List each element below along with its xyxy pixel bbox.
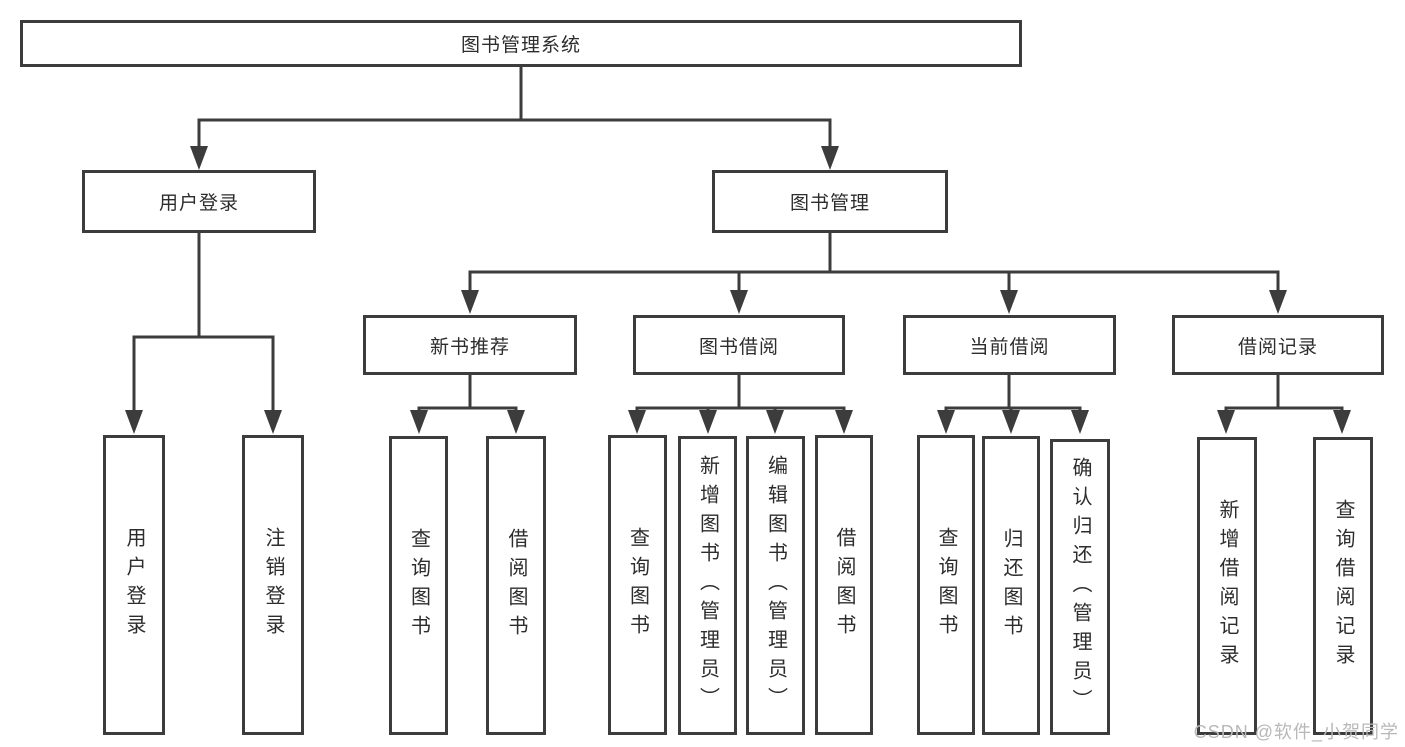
leaf-user-login-label: 用户登录: [123, 527, 145, 643]
leaf-add-books-admin-label: 新增图书（管理员）: [696, 455, 719, 716]
node-new-book-recommend: 新书推荐: [363, 315, 577, 375]
leaf-edit-books-admin-label: 编辑图书（管理员）: [764, 455, 787, 716]
leaf-borrowing-borrow-books-label: 借阅图书: [833, 527, 855, 643]
node-borrowing-records-label: 借阅记录: [1237, 336, 1318, 358]
leaf-current-query-books-label: 查询图书: [935, 527, 957, 643]
node-book-management: 图书管理: [712, 170, 948, 233]
node-current-borrowing-label: 当前借阅: [969, 336, 1050, 358]
node-current-borrowing: 当前借阅: [903, 315, 1116, 375]
leaf-edit-books-admin: 编辑图书（管理员）: [746, 436, 805, 735]
leaf-confirm-return-admin-label: 确认归还（管理员）: [1069, 456, 1091, 718]
leaf-query-borrow-record: 查询借阅记录: [1313, 437, 1373, 735]
leaf-add-books-admin: 新增图书（管理员）: [678, 436, 737, 735]
node-root: 图书管理系统: [20, 20, 1022, 67]
leaf-recommend-query-books: 查询图书: [389, 436, 448, 735]
leaf-add-borrow-record-label: 新增借阅记录: [1216, 499, 1238, 673]
leaf-return-books-label: 归还图书: [1000, 527, 1022, 644]
node-root-label: 图书管理系统: [460, 35, 581, 56]
node-book-borrowing: 图书借阅: [633, 315, 845, 375]
node-new-book-recommend-label: 新书推荐: [429, 336, 510, 358]
leaf-recommend-borrow-books-label: 借阅图书: [505, 527, 527, 644]
leaf-logout-label: 注销登录: [262, 527, 284, 643]
leaf-user-login: 用户登录: [103, 435, 165, 735]
leaf-borrowing-query-books: 查询图书: [608, 435, 667, 735]
node-book-borrowing-label: 图书借阅: [698, 336, 779, 358]
node-borrowing-records: 借阅记录: [1172, 315, 1384, 375]
leaf-logout: 注销登录: [242, 435, 304, 735]
leaf-current-query-books: 查询图书: [917, 435, 975, 735]
leaf-add-borrow-record: 新增借阅记录: [1197, 437, 1257, 735]
leaf-return-books: 归还图书: [982, 436, 1040, 735]
leaf-query-borrow-record-label: 查询借阅记录: [1332, 499, 1354, 673]
leaf-recommend-borrow-books: 借阅图书: [486, 436, 546, 735]
node-user-login-label: 用户登录: [158, 193, 239, 214]
watermark: CSDN @软件_小贺同学: [1193, 722, 1399, 742]
node-user-login: 用户登录: [82, 170, 316, 233]
node-book-management-label: 图书管理: [789, 193, 870, 214]
leaf-recommend-query-books-label: 查询图书: [407, 527, 430, 644]
leaf-borrowing-query-books-label: 查询图书: [626, 527, 649, 643]
leaf-borrowing-borrow-books: 借阅图书: [815, 435, 873, 735]
leaf-confirm-return-admin: 确认归还（管理员）: [1050, 439, 1110, 735]
